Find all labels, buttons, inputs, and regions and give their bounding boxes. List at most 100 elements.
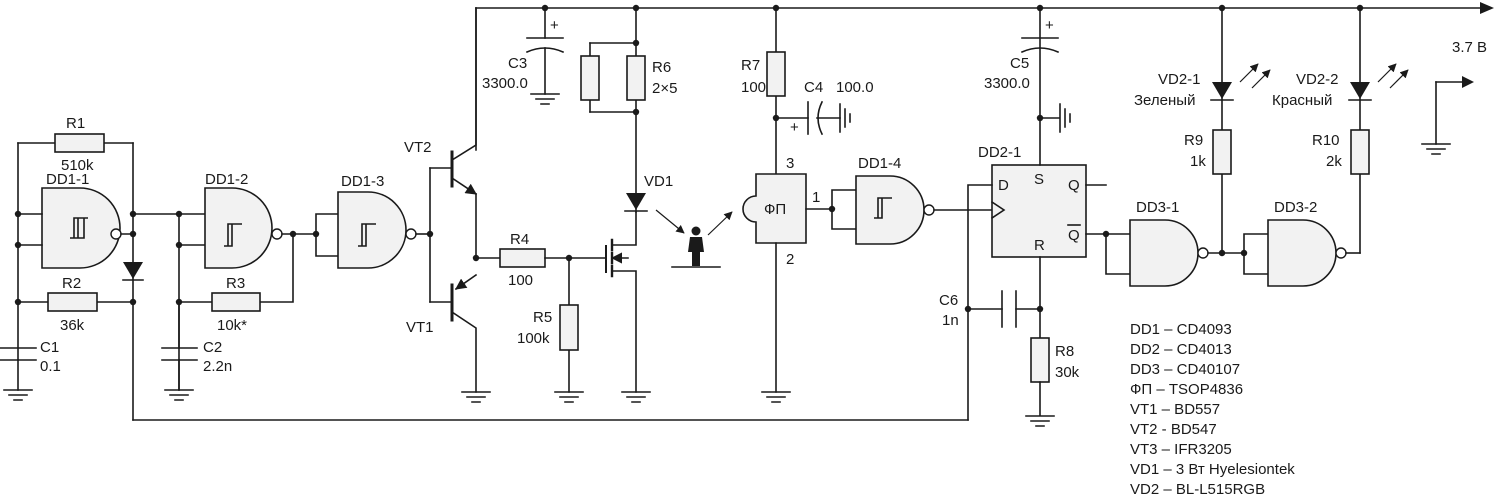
r4-name: R4	[510, 231, 529, 248]
dd2-s-pin: S	[1034, 171, 1044, 188]
bom-item: DD3 – CD40107	[1130, 361, 1240, 378]
vt1-label: VT1	[406, 319, 434, 336]
r10-resistor	[1350, 129, 1370, 175]
dd1-4-label: DD1-4	[858, 155, 901, 172]
vd2-2-color: Красный	[1272, 92, 1332, 109]
dd1-2-gate	[204, 187, 283, 269]
dd3-2-label: DD3-2	[1274, 199, 1317, 216]
r8-value: 30k	[1055, 364, 1080, 381]
r2-value: 36k	[60, 317, 85, 334]
r1-name: R1	[66, 115, 85, 132]
r4-resistor	[499, 248, 607, 268]
r10-value: 2k	[1326, 153, 1342, 170]
c2-value: 2.2n	[203, 358, 232, 375]
c6-capacitor	[967, 290, 1041, 328]
bom-item: VT3 – IFR3205	[1130, 441, 1232, 458]
r9-name: R9	[1184, 132, 1203, 149]
dd2-1-label: DD2-1	[978, 144, 1021, 161]
vt3-mosfet	[605, 211, 651, 403]
r4-value: 100	[508, 272, 533, 289]
r8-resistor	[1025, 337, 1055, 427]
r2-name: R2	[62, 275, 81, 292]
vd2-2-led	[1348, 63, 1409, 101]
c6-name: C6	[939, 292, 958, 309]
c3-polarity: +	[550, 17, 559, 34]
bom-item: DD1 – CD4093	[1130, 321, 1232, 338]
receiver-pin3: 3	[786, 155, 794, 172]
ir-receiver	[742, 173, 807, 244]
dd2-q-pin: Q	[1068, 177, 1080, 194]
c5-value: 3300.0	[984, 75, 1030, 92]
c1-value: 0.1	[40, 358, 61, 375]
dd3-1-gate	[1129, 219, 1209, 287]
r1-resistor	[17, 133, 134, 153]
person-icon	[671, 211, 733, 268]
r10-name: R10	[1312, 132, 1340, 149]
c3-capacitor	[525, 7, 565, 105]
vd2-1-name: VD2-1	[1158, 71, 1201, 88]
bom-item: DD2 – CD4013	[1130, 341, 1232, 358]
c4-capacitor	[775, 100, 851, 136]
c3-value: 3300.0	[482, 75, 528, 92]
receiver-pin1: 1	[812, 189, 820, 206]
bom-item: VD1 – 3 Вт Hyelesiontek	[1130, 461, 1295, 478]
vd2-1-led	[1210, 63, 1271, 101]
dd1-3-label: DD1-3	[341, 173, 384, 190]
supply-voltage-label: 3.7 В	[1452, 39, 1487, 56]
supply-input-symbol	[1421, 76, 1474, 155]
r3-value: 10k*	[217, 317, 247, 334]
r6-name: R6	[652, 59, 671, 76]
bom-item: VT1 – BD557	[1130, 401, 1220, 418]
r7-value: 100	[741, 79, 766, 96]
vd1-led	[624, 193, 685, 234]
c5-name: C5	[1010, 55, 1029, 72]
bom-item: VD2 – BL-L515RGB	[1130, 481, 1265, 498]
c5-capacitor	[1020, 37, 1071, 133]
r5-resistor	[554, 257, 584, 403]
receiver-label: ФП	[764, 201, 786, 218]
vt2-label: VT2	[404, 139, 432, 156]
r2-resistor	[17, 292, 134, 312]
c3-name: C3	[508, 55, 527, 72]
r6-resistor	[580, 7, 646, 213]
c2-capacitor	[161, 301, 198, 401]
c1-capacitor	[0, 347, 37, 401]
dd2-d-pin: D	[998, 177, 1009, 194]
r3-name: R3	[226, 275, 245, 292]
dd1-3-gate	[337, 191, 417, 269]
c4-value: 100.0	[836, 79, 874, 96]
r5-value: 100k	[517, 330, 550, 347]
c6-value: 1n	[942, 312, 959, 329]
bom-list: DD1 – CD4093 DD2 – CD4013 DD3 – CD40107 …	[1130, 321, 1295, 498]
oscillator-diode	[122, 142, 144, 421]
r9-value: 1k	[1190, 153, 1206, 170]
bom-item: VT2 - BD547	[1130, 421, 1217, 438]
bom-item: ФП – TSOP4836	[1130, 381, 1243, 398]
c2-name: C2	[203, 339, 222, 356]
dd1-4-gate	[855, 175, 935, 245]
r7-name: R7	[741, 57, 760, 74]
dd3-2-gate	[1267, 219, 1347, 287]
dd1-1-label: DD1-1	[46, 171, 89, 188]
c5-polarity: +	[1045, 17, 1054, 34]
dd2-r-pin: R	[1034, 237, 1045, 254]
dd2-qbar-pin: Q	[1068, 227, 1080, 244]
dd2-1-flipflop	[990, 164, 1087, 258]
r5-name: R5	[533, 309, 552, 326]
dd1-1-gate	[41, 187, 122, 269]
r6-value: 2×5	[652, 80, 677, 97]
vd2-1-color: Зеленый	[1134, 92, 1195, 109]
r9-resistor	[1212, 129, 1232, 175]
c4-polarity: +	[790, 119, 799, 136]
r7-resistor	[766, 51, 786, 97]
receiver-pin2: 2	[786, 251, 794, 268]
vd1-label: VD1	[644, 173, 673, 190]
vd2-2-name: VD2-2	[1296, 71, 1339, 88]
dd1-2-label: DD1-2	[205, 171, 248, 188]
c1-name: C1	[40, 339, 59, 356]
dd3-1-label: DD3-1	[1136, 199, 1179, 216]
vt2-transistor	[429, 7, 478, 303]
r8-name: R8	[1055, 343, 1074, 360]
r1-value: 510k	[61, 157, 94, 174]
